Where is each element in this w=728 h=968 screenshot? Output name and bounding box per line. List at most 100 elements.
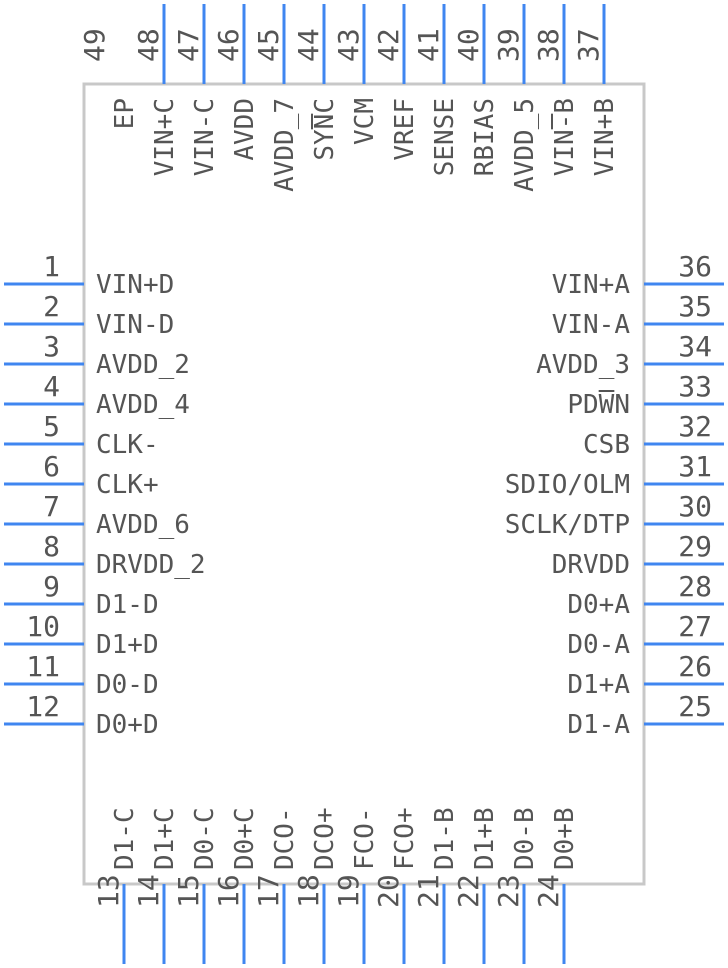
pin-number-32: 32 xyxy=(678,410,712,443)
pin-number-38: 38 xyxy=(532,28,565,62)
pin-label-45: AVDD_7 xyxy=(270,98,300,192)
pin-number-19: 19 xyxy=(332,874,365,908)
pin-number-37: 37 xyxy=(572,28,605,62)
pin-label-5: CLK- xyxy=(96,430,159,460)
pin-label-38: VIN-B xyxy=(550,98,580,176)
pin-number-45: 45 xyxy=(252,28,285,62)
pin-number-3: 3 xyxy=(43,330,60,363)
pin-label-31: SDIO/OLM xyxy=(505,470,630,500)
pin-number-39: 39 xyxy=(492,28,525,62)
pin-label-40: RBIAS xyxy=(470,98,500,176)
pin-label-18: DCO+ xyxy=(310,807,340,870)
pin-label-10: D1+D xyxy=(96,630,159,660)
pin-number-20: 20 xyxy=(372,874,405,908)
pin-label-26: D1+A xyxy=(567,670,630,700)
pin-number-10: 10 xyxy=(26,610,60,643)
pin-number-22: 22 xyxy=(452,874,485,908)
pin-label-13: D1-C xyxy=(110,807,140,870)
pin-number-26: 26 xyxy=(678,650,712,683)
pin-number-7: 7 xyxy=(43,490,60,523)
pin-number-9: 9 xyxy=(43,570,60,603)
pin-label-39: AVDD_5 xyxy=(510,98,540,192)
pin-label-33: PDWN xyxy=(567,390,630,420)
pin-number-35: 35 xyxy=(678,290,712,323)
pin-label-16: D0+C xyxy=(230,807,260,870)
pin-number-30: 30 xyxy=(678,490,712,523)
pin-number-41: 41 xyxy=(412,28,445,62)
pin-label-6: CLK+ xyxy=(96,470,159,500)
pin-number-44: 44 xyxy=(292,28,325,62)
pin-number-34: 34 xyxy=(678,330,712,363)
pin-label-36: VIN+A xyxy=(552,270,631,300)
pin-label-22: D1+B xyxy=(470,807,500,870)
pin-number-25: 25 xyxy=(678,690,712,723)
pin-number-27: 27 xyxy=(678,610,712,643)
pin-label-48: VIN+C xyxy=(150,98,180,176)
overbars-layer xyxy=(311,113,615,392)
pin-number-4: 4 xyxy=(43,370,60,403)
pin-number-33: 33 xyxy=(678,370,712,403)
pin-number-23: 23 xyxy=(492,874,525,908)
pin-number-8: 8 xyxy=(43,530,60,563)
pin-label-20: FCO+ xyxy=(390,807,420,870)
pin-label-15: D0-C xyxy=(190,807,220,870)
pin-label-1: VIN+D xyxy=(96,270,174,300)
pin-number-36: 36 xyxy=(678,250,712,283)
pin-label-24: D0+B xyxy=(550,807,580,870)
pin-number-42: 42 xyxy=(372,28,405,62)
pin-label-43: VCM xyxy=(350,98,380,145)
pin-number-15: 15 xyxy=(172,874,205,908)
pin-number-24: 24 xyxy=(532,874,565,908)
pin-label-46: AVDD xyxy=(230,98,260,161)
pin-label-29: DRVDD xyxy=(552,550,630,580)
pin-number-5: 5 xyxy=(43,410,60,443)
pin-label-35: VIN-A xyxy=(552,310,631,340)
pin-number-13: 13 xyxy=(92,874,125,908)
pin-number-12: 12 xyxy=(26,690,60,723)
pin-label-17: DCO- xyxy=(270,807,300,870)
pin-label-4: AVDD_4 xyxy=(96,390,190,420)
pin-number-16: 16 xyxy=(212,874,245,908)
pin-number-46: 46 xyxy=(212,28,245,62)
pin-label-19: FCO- xyxy=(350,807,380,870)
pin-number-48: 48 xyxy=(132,28,165,62)
pin-label-2: VIN-D xyxy=(96,310,174,340)
pin-label-27: D0-A xyxy=(567,630,630,660)
pin-number-21: 21 xyxy=(412,874,445,908)
pin-label-3: AVDD_2 xyxy=(96,350,190,380)
pin-number-28: 28 xyxy=(678,570,712,603)
pin-label-21: D1-B xyxy=(430,807,460,870)
pin-label-32: CSB xyxy=(583,430,630,460)
pin-label-44: SYNC xyxy=(310,98,340,161)
pin-label-23: D0-B xyxy=(510,807,540,870)
pin-number-40: 40 xyxy=(452,28,485,62)
pin-label-30: SCLK/DTP xyxy=(505,510,630,540)
pin-number-14: 14 xyxy=(132,874,165,908)
pin-number-31: 31 xyxy=(678,450,712,483)
pin-label-49: EP xyxy=(110,98,140,129)
pin-number-11: 11 xyxy=(26,650,60,683)
pin-number-49: 49 xyxy=(78,28,111,62)
pin-label-11: D0-D xyxy=(96,670,159,700)
pin-label-12: D0+D xyxy=(96,710,159,740)
pin-number-29: 29 xyxy=(678,530,712,563)
pin-label-14: D1+C xyxy=(150,807,180,870)
pin-number-43: 43 xyxy=(332,28,365,62)
pin-label-37: VIN+B xyxy=(590,98,620,176)
pin-label-25: D1-A xyxy=(567,710,630,740)
pin-label-9: D1-D xyxy=(96,590,159,620)
pin-number-6: 6 xyxy=(43,450,60,483)
pin-label-47: VIN-C xyxy=(190,98,220,176)
pin-number-2: 2 xyxy=(43,290,60,323)
pin-number-17: 17 xyxy=(252,874,285,908)
pin-label-41: SENSE xyxy=(430,98,460,176)
pin-label-42: VREF xyxy=(390,98,420,161)
pin-number-18: 18 xyxy=(292,874,325,908)
pin-label-34: AVDD_3 xyxy=(536,350,630,380)
pin-label-7: AVDD_6 xyxy=(96,510,190,540)
pin-number-47: 47 xyxy=(172,28,205,62)
pin-label-28: D0+A xyxy=(567,590,630,620)
